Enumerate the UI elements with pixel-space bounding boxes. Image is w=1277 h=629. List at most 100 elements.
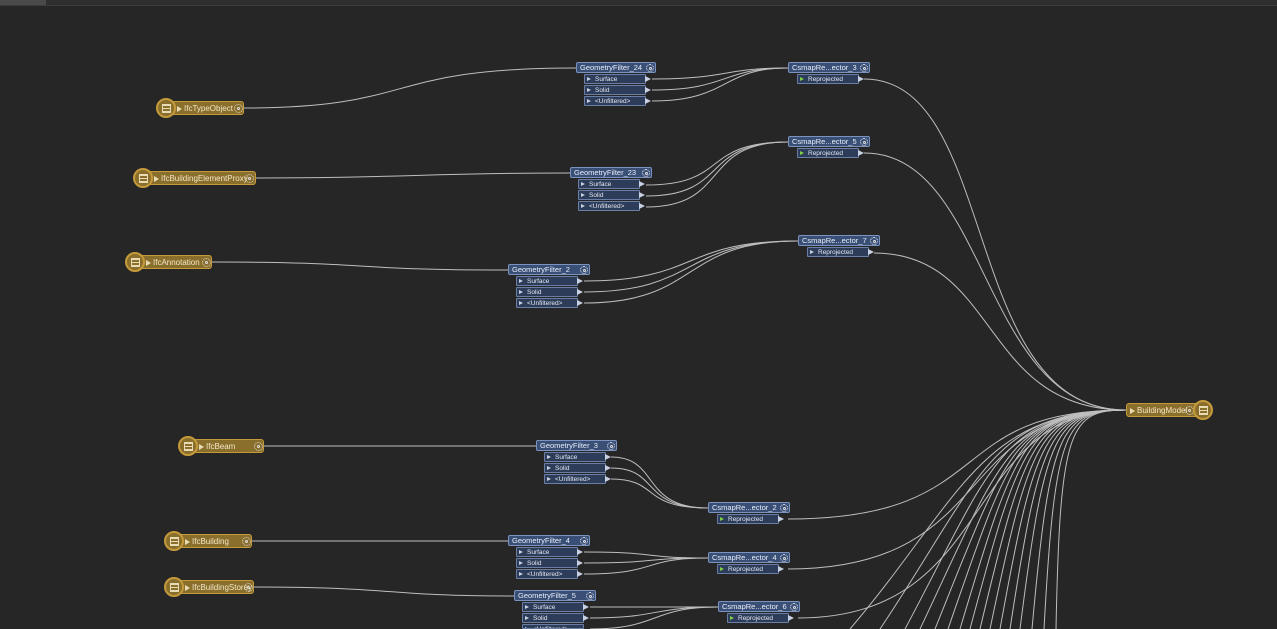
transformer-header[interactable]: CsmapRe...ector_7 <box>798 235 880 246</box>
top-bar <box>0 0 1277 6</box>
port-reprojected[interactable]: Reprojected <box>717 514 784 524</box>
wire <box>610 478 709 509</box>
wire <box>253 586 515 597</box>
writer-table-icon <box>1193 400 1213 420</box>
transformer-header[interactable]: CsmapRe...ector_4 <box>708 552 790 563</box>
wire <box>645 141 789 197</box>
output-arrow-icon <box>177 106 182 112</box>
port-solid[interactable]: Solid <box>544 463 611 473</box>
wire <box>645 141 789 186</box>
wire <box>583 551 709 559</box>
port-surface[interactable]: Surface <box>544 452 611 462</box>
port-surface[interactable]: Surface <box>584 74 651 84</box>
gear-icon[interactable] <box>580 537 588 545</box>
gear-icon[interactable] <box>245 174 254 183</box>
reader-table-icon <box>164 577 184 597</box>
gear-icon[interactable] <box>870 237 878 245</box>
reader-ifcbuildingstorey[interactable]: IfcBuildingStorey <box>164 577 254 597</box>
reader-ifcannotation[interactable]: IfcAnnotation <box>125 252 212 272</box>
gear-icon[interactable] <box>860 64 868 72</box>
wire <box>873 252 1127 411</box>
wire <box>651 67 789 102</box>
port-surface[interactable]: Surface <box>516 276 583 286</box>
writer-buildingmodel[interactable]: BuildingModel <box>1126 400 1213 420</box>
transformer-header[interactable]: GeometryFilter_23 <box>570 167 652 178</box>
reader-ifcbeam[interactable]: IfcBeam <box>178 436 264 456</box>
wire <box>243 67 577 109</box>
gear-icon[interactable] <box>646 64 654 72</box>
gear-icon[interactable] <box>242 537 251 546</box>
wire <box>610 467 709 509</box>
port-reprojected[interactable]: Reprojected <box>797 148 864 158</box>
port-surface[interactable]: Surface <box>578 179 645 189</box>
output-arrow-icon <box>185 585 190 591</box>
transformer-header[interactable]: CsmapRe...ector_5 <box>788 136 870 147</box>
port-reprojected[interactable]: Reprojected <box>717 564 784 574</box>
gear-icon[interactable] <box>860 138 868 146</box>
transformer-header[interactable]: CsmapRe...ector_2 <box>708 502 790 513</box>
port-solid[interactable]: Solid <box>516 287 583 297</box>
port-reprojected[interactable]: Reprojected <box>727 613 794 623</box>
port-reprojected[interactable]: Reprojected <box>807 247 874 257</box>
output-arrow-icon <box>199 444 204 450</box>
reader-ifcbuildingelementproxy[interactable]: IfcBuildingElementProxy <box>133 168 256 188</box>
gear-icon[interactable] <box>234 104 243 113</box>
transformer-header[interactable]: GeometryFilter_5 <box>514 590 596 601</box>
port-unfiltered[interactable]: <Unfiltered> <box>522 624 584 629</box>
wire <box>583 240 799 304</box>
wire <box>589 606 719 629</box>
output-arrow-icon <box>154 176 159 182</box>
wire <box>583 240 799 282</box>
wire <box>610 456 709 509</box>
wire <box>787 409 1127 520</box>
wire <box>255 172 571 179</box>
port-unfiltered[interactable]: <Unfiltered> <box>516 569 583 579</box>
reader-table-icon <box>125 252 145 272</box>
reader-table-icon <box>133 168 153 188</box>
reader-table-icon <box>156 98 176 118</box>
wire <box>583 557 709 575</box>
port-surface[interactable]: Surface <box>522 602 589 612</box>
output-arrow-icon <box>185 539 190 545</box>
transformer-header[interactable]: GeometryFilter_3 <box>536 440 617 451</box>
gear-icon[interactable] <box>580 266 588 274</box>
gear-icon[interactable] <box>642 169 650 177</box>
output-arrow-icon <box>146 260 151 266</box>
transformer-header[interactable]: CsmapRe...ector_6 <box>718 601 800 612</box>
port-unfiltered[interactable]: <Unfiltered> <box>578 201 645 211</box>
gear-icon[interactable] <box>202 258 211 267</box>
wire <box>797 409 1127 619</box>
input-arrow-icon <box>1130 408 1135 414</box>
wire <box>863 78 1127 411</box>
reader-table-icon <box>164 531 184 551</box>
reader-ifctypeobject[interactable]: IfcTypeObject <box>156 98 244 118</box>
gear-icon[interactable] <box>780 504 788 512</box>
wire <box>645 141 789 208</box>
canvas-tab[interactable] <box>0 0 46 5</box>
transformer-header[interactable]: GeometryFilter_24 <box>576 62 656 73</box>
transformer-header[interactable]: GeometryFilter_4 <box>508 535 590 546</box>
port-unfiltered[interactable]: <Unfiltered> <box>584 96 651 106</box>
port-solid[interactable]: Solid <box>584 85 651 95</box>
gear-icon[interactable] <box>586 592 594 600</box>
gear-icon[interactable] <box>790 603 798 611</box>
transformer-header[interactable]: GeometryFilter_2 <box>508 264 590 275</box>
port-solid[interactable]: Solid <box>578 190 645 200</box>
gear-icon[interactable] <box>607 442 615 450</box>
port-solid[interactable]: Solid <box>522 613 589 623</box>
gear-icon[interactable] <box>780 554 788 562</box>
transformer-header[interactable]: CsmapRe...ector_3 <box>788 62 870 73</box>
gear-icon[interactable] <box>244 583 253 592</box>
reader-table-icon <box>178 436 198 456</box>
wire <box>863 152 1127 411</box>
port-solid[interactable]: Solid <box>516 558 583 568</box>
port-reprojected[interactable]: Reprojected <box>797 74 864 84</box>
wire <box>211 261 509 271</box>
port-unfiltered[interactable]: <Unfiltered> <box>544 474 611 484</box>
port-surface[interactable]: Surface <box>516 547 583 557</box>
reader-ifcbuilding[interactable]: IfcBuilding <box>164 531 252 551</box>
wire <box>589 606 719 619</box>
gear-icon[interactable] <box>254 442 263 451</box>
port-unfiltered[interactable]: <Unfiltered> <box>516 298 583 308</box>
